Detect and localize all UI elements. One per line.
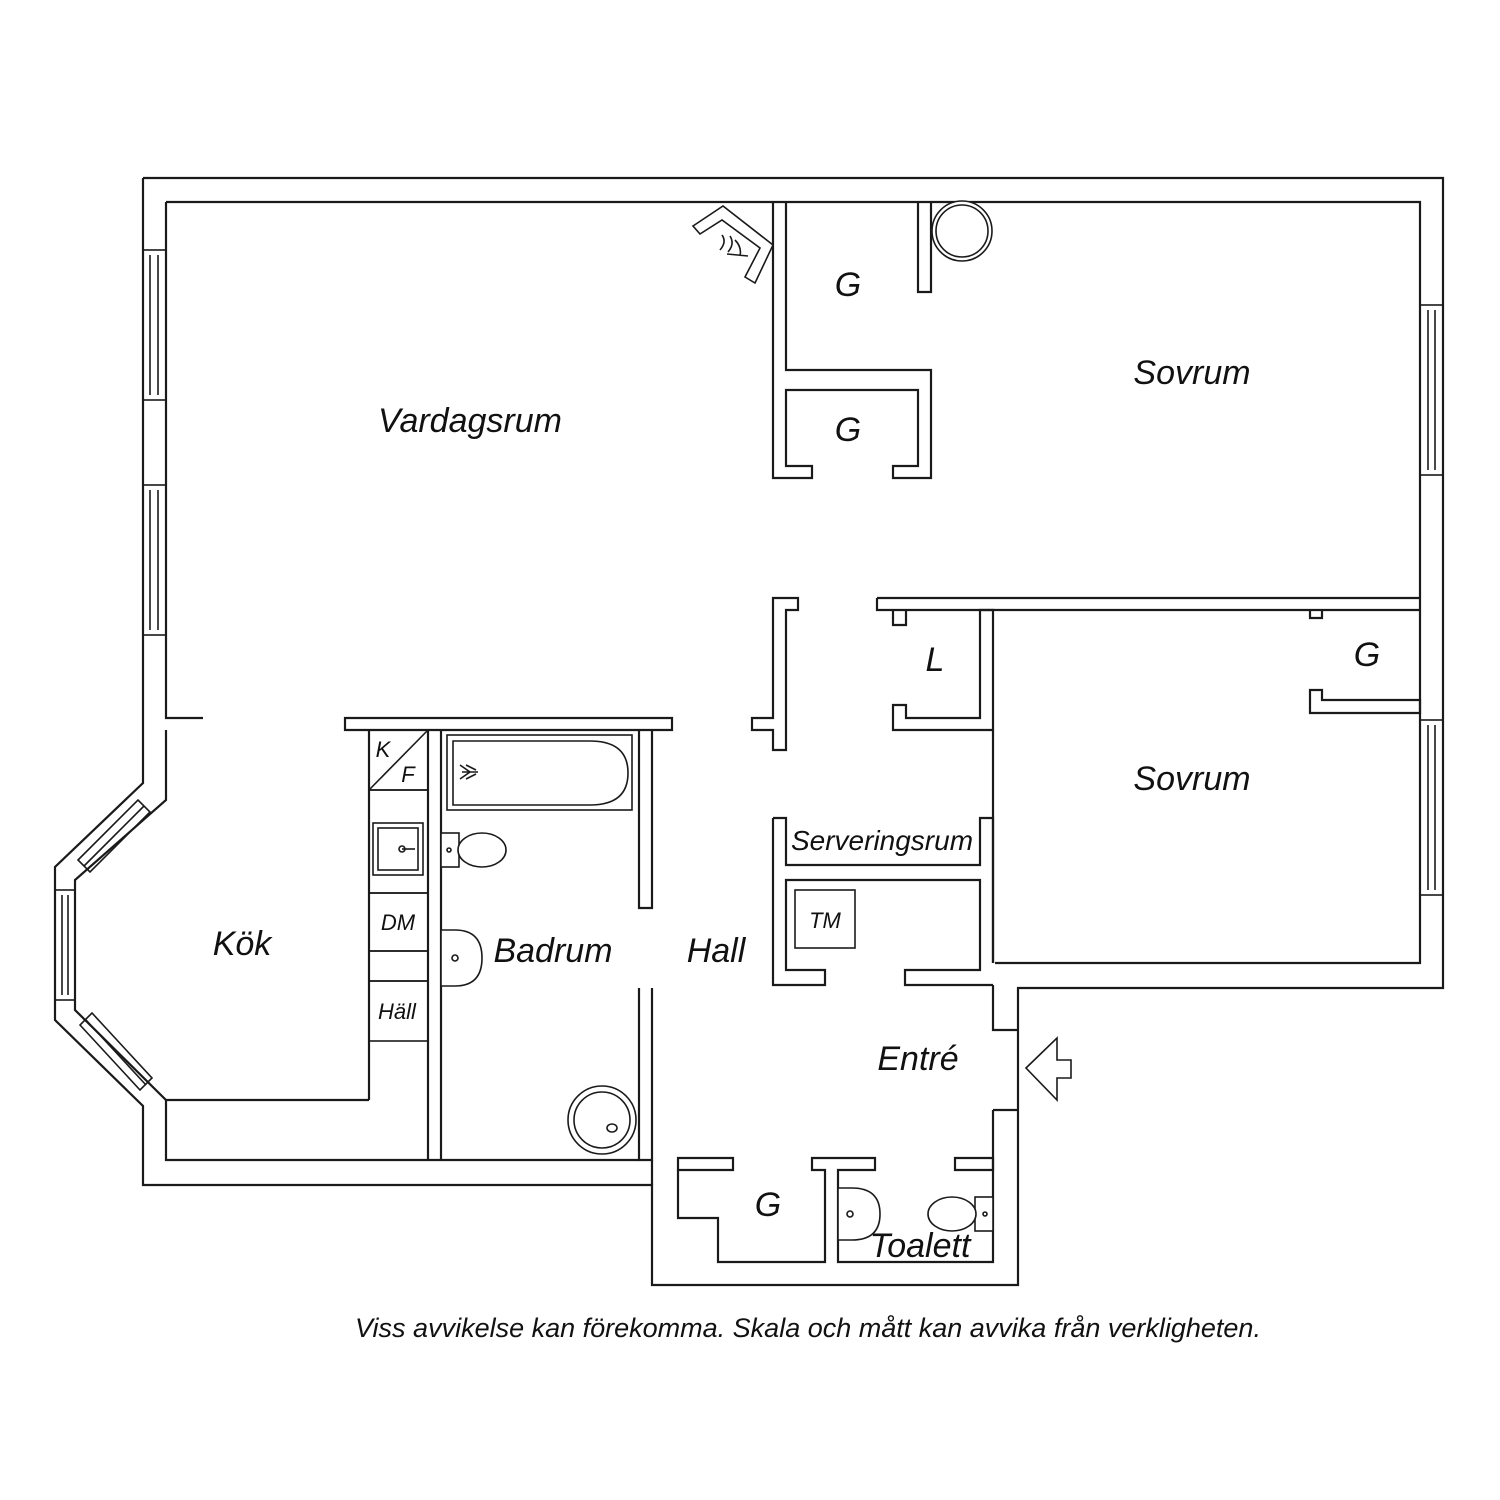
label-sovrum-top: Sovrum <box>1133 354 1250 392</box>
label-hall: Hall <box>687 932 747 970</box>
round-stove-icon <box>931 200 993 262</box>
disclaimer-text: Viss avvikelse kan förekomma. Skala och … <box>355 1313 1261 1343</box>
label-kitchen-k: K <box>376 737 392 762</box>
label-serveringsrum: Serveringsrum <box>791 825 973 856</box>
outer-walls <box>53 176 1445 1287</box>
label-vardagsrum: Vardagsrum <box>378 402 562 440</box>
interior-walls <box>343 202 1422 1264</box>
label-toalett: Toalett <box>870 1227 972 1265</box>
label-sovrum-mid: Sovrum <box>1133 760 1250 798</box>
label-kitchen-hall: Häll <box>378 999 417 1024</box>
label-badrum: Badrum <box>493 932 612 970</box>
label-kitchen-dm: DM <box>381 910 416 935</box>
label-closet-g2: G <box>835 411 861 449</box>
bathtub-icon <box>446 734 633 811</box>
label-kok: Kök <box>213 925 274 963</box>
tm-box <box>794 889 856 949</box>
fireplace-icon <box>691 205 774 285</box>
label-entre: Entré <box>877 1040 958 1078</box>
kitchen-sink-icon <box>372 822 424 876</box>
label-kitchen-f: F <box>401 762 416 787</box>
entrance-arrow-icon <box>1024 1036 1072 1102</box>
label-closet-g4: G <box>755 1186 781 1224</box>
windows <box>54 249 1444 1092</box>
room-labels: Vardagsrum Sovrum Sovrum Kök Badrum Hall… <box>213 266 1381 1265</box>
fixtures <box>368 200 1072 1241</box>
kitchen-counter <box>368 729 429 1042</box>
label-closet-l: L <box>926 641 945 679</box>
toilet-sink-icon <box>837 1187 881 1241</box>
label-closet-g3: G <box>1354 636 1380 674</box>
label-tm: TM <box>809 908 841 933</box>
round-tank-icon <box>567 1085 637 1155</box>
toilet-wc-icon <box>927 1196 994 1232</box>
label-closet-g1: G <box>835 266 861 304</box>
bath-sink-icon <box>440 929 483 987</box>
toilet-icon <box>440 832 507 868</box>
